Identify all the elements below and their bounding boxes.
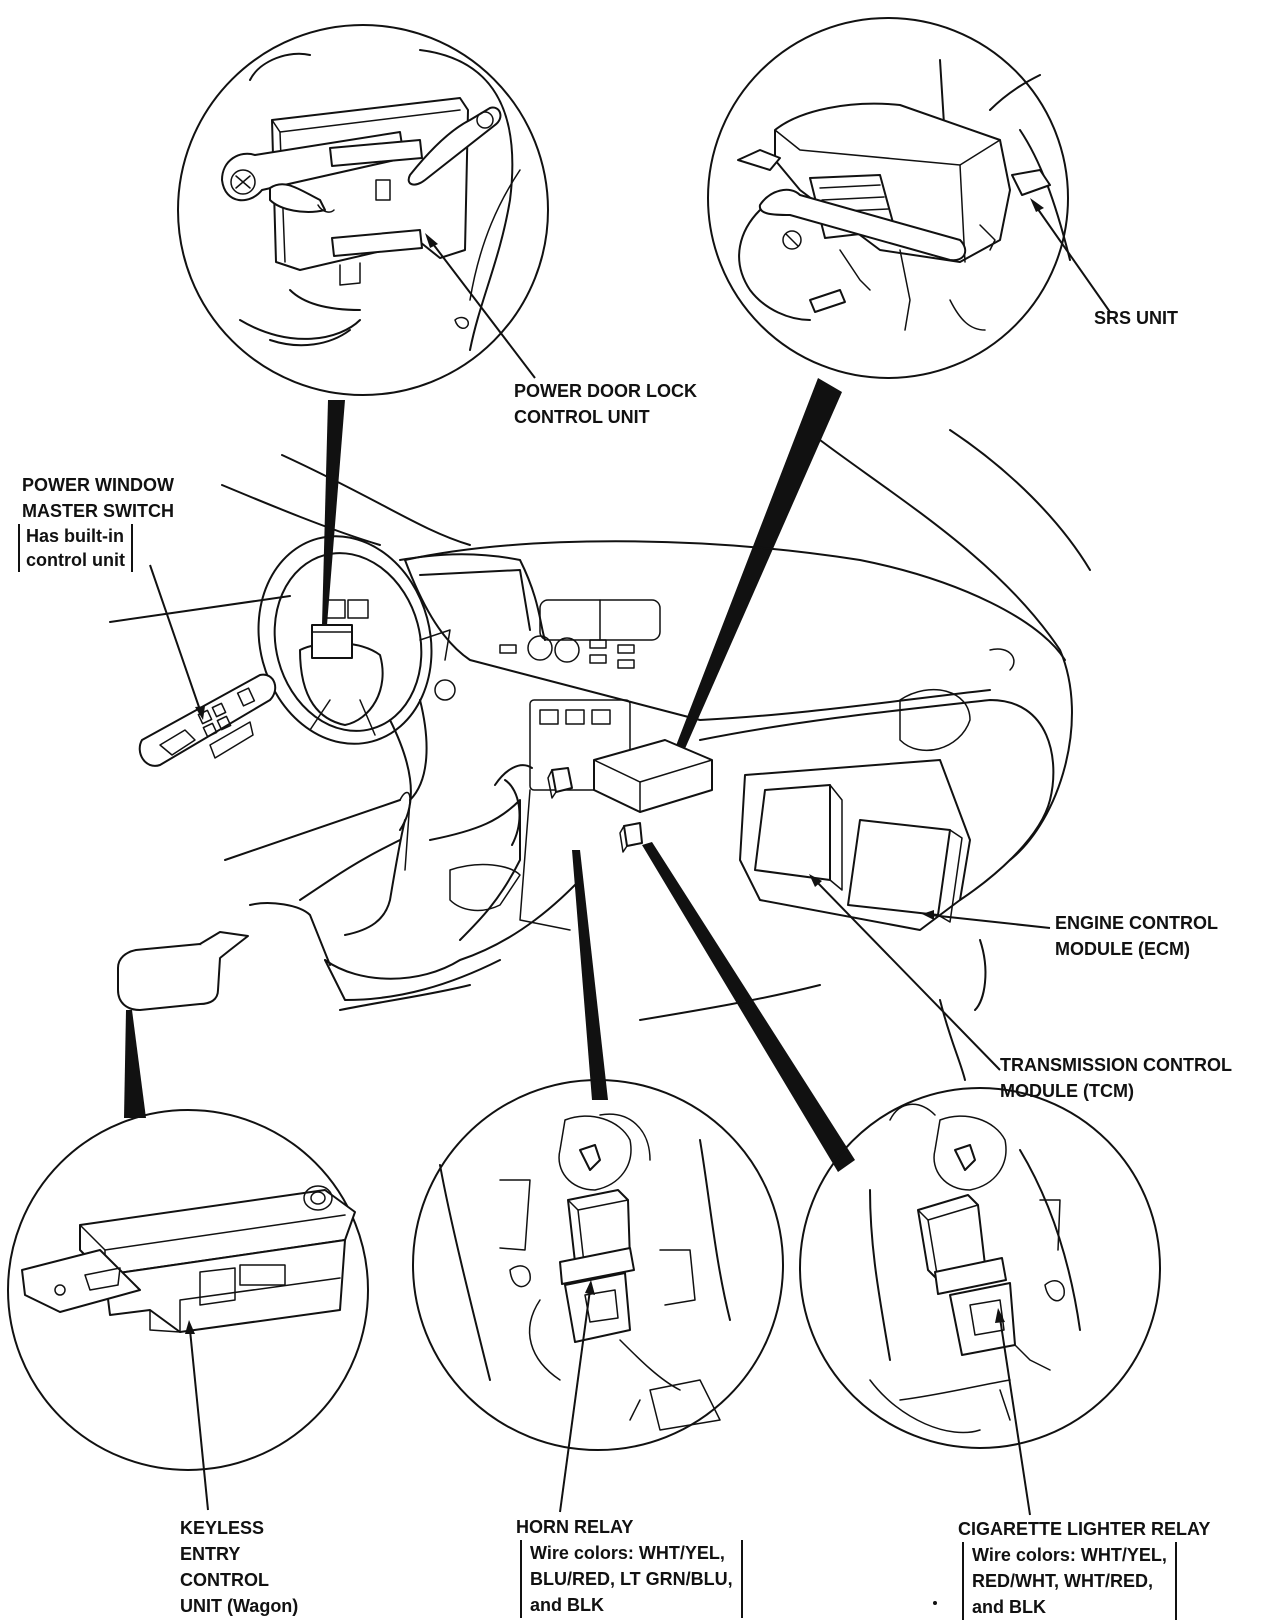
door-lock-unit-location — [311, 624, 353, 659]
keyless-callout-wedge — [124, 1010, 146, 1118]
power-window-note: Has built-in control unit — [18, 524, 133, 572]
srs-unit-label: SRS UNIT — [1094, 308, 1179, 328]
srs-unit-location — [593, 739, 713, 813]
leader-arrows — [149, 198, 1111, 1516]
keyless-unit-location — [117, 931, 249, 1011]
stray-dot — [933, 1601, 937, 1605]
horn-relay-callout-wedge — [572, 850, 608, 1100]
srs-callout-wedge — [672, 378, 842, 760]
cig-relay-wires: Wire colors: WHT/YEL, RED/WHT, WHT/RED, … — [962, 1542, 1177, 1620]
dashboard-drawing — [109, 429, 1091, 1081]
tcm-label: TRANSMISSION CONTROL MODULE (TCM) — [1000, 1055, 1232, 1101]
horn-relay-detail-circle — [412, 1079, 784, 1451]
power-window-switch — [138, 673, 277, 767]
ecm-label: ENGINE CONTROL MODULE (ECM) — [1055, 913, 1219, 959]
horn-relay-location — [547, 767, 573, 799]
cig-relay-detail-circle — [799, 1087, 1161, 1449]
horn-relay-label: HORN RELAY — [516, 1517, 634, 1537]
ecm-tcm-location — [739, 759, 971, 931]
cig-relay-callout-wedge — [642, 842, 855, 1172]
door-lock-callout-wedge — [322, 400, 345, 625]
cig-relay-label: CIGARETTE LIGHTER RELAY — [958, 1519, 1211, 1539]
cig-relay-location — [619, 822, 643, 853]
srs-detail-circle — [707, 17, 1071, 379]
horn-relay-wires: Wire colors: WHT/YEL, BLU/RED, LT GRN/BL… — [520, 1540, 743, 1618]
keyless-label: KEYLESS ENTRY CONTROL UNIT (Wagon) — [180, 1518, 299, 1616]
door-lock-detail-circle — [177, 24, 549, 396]
power-window-label: POWER WINDOW MASTER SWITCH — [22, 475, 174, 521]
keyless-detail-circle — [7, 1109, 369, 1471]
power-door-lock-label: POWER DOOR LOCK CONTROL UNIT — [514, 381, 697, 427]
